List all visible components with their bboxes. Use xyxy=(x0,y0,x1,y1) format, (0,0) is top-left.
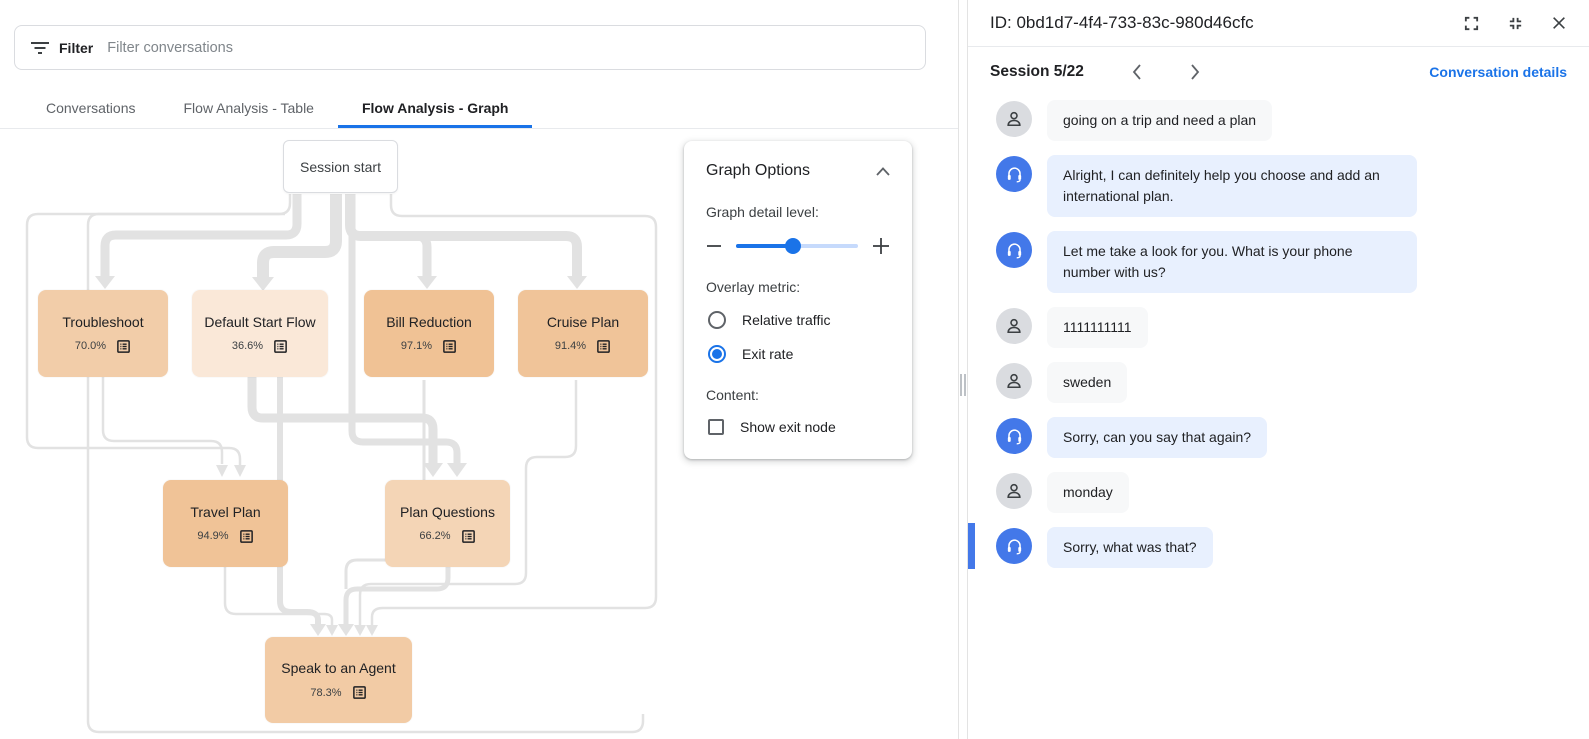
flow-node-speak-to-an-agent[interactable]: Speak to an Agent 78.3% xyxy=(265,637,412,723)
transcript-list-icon[interactable] xyxy=(596,339,611,354)
message-bubble[interactable]: going on a trip and need a plan xyxy=(1047,100,1273,141)
agent-avatar xyxy=(996,232,1032,268)
exit-rate-value: 78.3% xyxy=(310,686,342,699)
session-nav-row: Session 5/22 Conversation details xyxy=(968,47,1589,91)
filter-label: Filter xyxy=(59,39,94,56)
tab-bar: Conversations Flow Analysis - Table Flow… xyxy=(0,90,958,129)
message-bubble[interactable]: monday xyxy=(1047,472,1129,513)
message-row-agent-highlighted: Sorry, what was that? xyxy=(968,523,1569,569)
flow-node-title: Plan Questions xyxy=(400,503,495,520)
tab-flow-analysis-graph[interactable]: Flow Analysis - Graph xyxy=(337,90,533,128)
flow-node-cruise-plan[interactable]: Cruise Plan 91.4% xyxy=(518,290,648,377)
increase-detail-button[interactable] xyxy=(872,237,890,255)
flow-node-title: Travel Plan xyxy=(190,503,261,520)
overlay-metric-label: Overlay metric: xyxy=(706,279,801,295)
flow-analysis-panel: Filter Filter conversations Conversation… xyxy=(0,25,958,734)
panel-resize-gutter[interactable] xyxy=(958,0,968,739)
conversation-detail-panel: ID: 0bd1d7-4f4-733-83c-980d46cfc Session… xyxy=(968,0,1589,739)
left-panel-header: Filter Filter conversations Conversation… xyxy=(0,25,958,129)
message-bubble[interactable]: Sorry, what was that? xyxy=(1047,527,1213,568)
message-bubble[interactable]: Sorry, can you say that again? xyxy=(1047,417,1268,458)
exit-fullscreen-icon[interactable] xyxy=(1507,15,1524,32)
message-bubble[interactable]: sweden xyxy=(1047,362,1128,403)
conversation-id-title: ID: 0bd1d7-4f4-733-83c-980d46cfc xyxy=(990,13,1254,32)
exit-rate-value: 97.1% xyxy=(400,340,433,352)
transcript-list-icon[interactable] xyxy=(239,529,254,544)
decrease-detail-button[interactable] xyxy=(706,238,722,254)
agent-avatar xyxy=(996,418,1032,454)
user-avatar xyxy=(996,473,1032,509)
message-row-agent: Let me take a look for you. What is your… xyxy=(968,231,1569,293)
radio-label: Relative traffic xyxy=(742,312,831,328)
exit-rate-value: 94.9% xyxy=(197,530,229,542)
radio-exit-rate[interactable]: Exit rate xyxy=(708,345,890,363)
flow-node-title: Cruise Plan xyxy=(546,313,620,330)
checkbox-label: Show exit node xyxy=(740,419,836,435)
transcript-list-icon[interactable] xyxy=(273,339,288,354)
radio-label: Exit rate xyxy=(742,346,794,362)
agent-avatar xyxy=(996,528,1032,564)
close-icon[interactable] xyxy=(1551,15,1567,31)
message-row-agent: Sorry, can you say that again? xyxy=(968,417,1569,458)
flow-node-title: Bill Reduction xyxy=(386,313,472,330)
slider-fill xyxy=(736,244,794,248)
graph-detail-slider xyxy=(706,237,890,255)
previous-session-button[interactable] xyxy=(1132,64,1142,80)
session-counter: Session 5/22 xyxy=(990,63,1084,80)
conversation-details-link[interactable]: Conversation details xyxy=(1429,64,1567,80)
exit-rate-value: 36.6% xyxy=(231,340,264,352)
flow-node-default-start-flow[interactable]: Default Start Flow 36.6% xyxy=(192,290,328,377)
exit-rate-value: 66.2% xyxy=(419,530,451,542)
graph-options-panel: Graph Options Graph detail level: Overla… xyxy=(684,141,912,459)
graph-options-title: Graph Options xyxy=(706,162,811,179)
filter-icon xyxy=(31,41,49,54)
slider-track[interactable] xyxy=(736,238,858,254)
tab-conversations[interactable]: Conversations xyxy=(46,99,136,116)
transcript-list-icon[interactable] xyxy=(461,529,476,544)
transcript-list-icon[interactable] xyxy=(442,339,457,354)
flow-node-title: Default Start Flow xyxy=(204,313,316,330)
message-bubble[interactable]: 1111111111 xyxy=(1047,307,1148,348)
current-turn-indicator xyxy=(968,523,975,569)
next-session-button[interactable] xyxy=(1190,64,1200,80)
session-start-node[interactable]: Session start xyxy=(283,140,398,193)
checkbox-show-exit-node[interactable]: Show exit node xyxy=(708,419,890,435)
radio-relative-traffic[interactable]: Relative traffic xyxy=(708,311,890,329)
user-avatar xyxy=(996,308,1032,344)
flow-node-troubleshoot[interactable]: Troubleshoot 70.0% xyxy=(38,290,168,377)
message-row-agent: Alright, I can definitely help you choos… xyxy=(968,155,1569,217)
radio-button-selected-icon[interactable] xyxy=(708,345,726,363)
flow-node-plan-questions[interactable]: Plan Questions 66.2% xyxy=(385,480,510,567)
content-label: Content: xyxy=(706,387,759,403)
flow-node-title: Troubleshoot xyxy=(62,313,144,330)
tab-flow-analysis-table[interactable]: Flow Analysis - Table xyxy=(183,99,314,116)
message-bubble[interactable]: Alright, I can definitely help you choos… xyxy=(1047,155,1417,217)
transcript-list-icon[interactable] xyxy=(352,685,367,700)
message-bubble[interactable]: Let me take a look for you. What is your… xyxy=(1047,231,1417,293)
user-avatar xyxy=(996,101,1032,137)
filter-bar[interactable]: Filter Filter conversations xyxy=(14,25,926,70)
flow-node-bill-reduction[interactable]: Bill Reduction 97.1% xyxy=(364,290,494,377)
detail-panel-header: ID: 0bd1d7-4f4-733-83c-980d46cfc xyxy=(968,0,1589,47)
user-avatar xyxy=(996,363,1032,399)
checkbox-icon[interactable] xyxy=(708,419,724,435)
resize-handle[interactable] xyxy=(960,373,966,396)
transcript-messages: going on a trip and need a plan Alright,… xyxy=(968,91,1589,583)
fullscreen-icon[interactable] xyxy=(1463,15,1480,32)
graph-detail-level-label: Graph detail level: xyxy=(706,204,819,220)
radio-button-icon[interactable] xyxy=(708,311,726,329)
exit-rate-value: 70.0% xyxy=(74,340,107,352)
exit-rate-value: 91.4% xyxy=(554,340,587,352)
collapse-chevron-up-icon[interactable] xyxy=(876,166,890,176)
message-row-user: going on a trip and need a plan xyxy=(968,100,1569,141)
filter-input-placeholder[interactable]: Filter conversations xyxy=(107,39,233,56)
agent-avatar xyxy=(996,156,1032,192)
message-row-user: monday xyxy=(968,472,1569,513)
transcript-list-icon[interactable] xyxy=(116,339,131,354)
flow-node-travel-plan[interactable]: Travel Plan 94.9% xyxy=(163,480,288,567)
slider-thumb[interactable] xyxy=(785,238,802,254)
message-row-user: sweden xyxy=(968,362,1569,403)
flow-node-title: Speak to an Agent xyxy=(281,660,396,676)
message-row-user: 1111111111 xyxy=(968,307,1569,348)
